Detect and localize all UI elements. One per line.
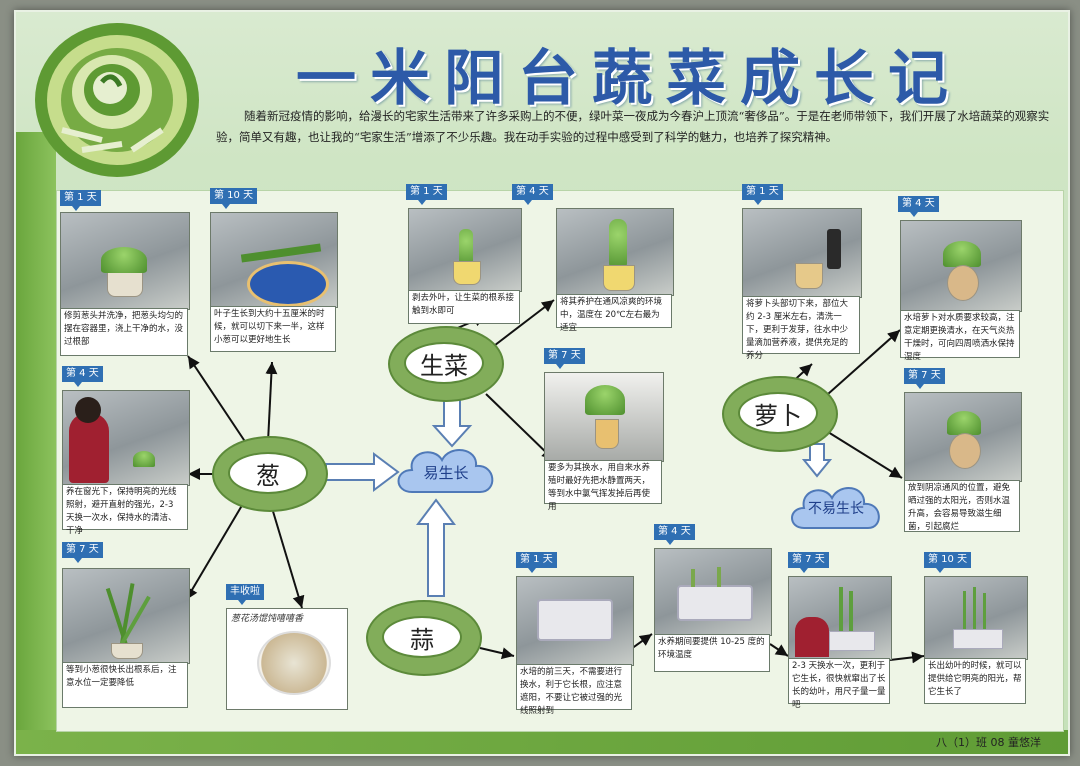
- cloud-easy-shape: [397, 448, 494, 493]
- tag-cong-day1: 第 1 天: [60, 190, 101, 211]
- caption-radish-day1: 将萝卜头部切下来，部位大约 2-3 厘米左右，清洗一下，更利于发芽，往水中少量滴…: [742, 296, 860, 361]
- photo-lettuce-day1: [408, 208, 522, 292]
- cloud-hard-label: 不易生长: [808, 501, 864, 517]
- caption-cong-day10: 叶子生长到大约十五厘米的时候，就可以切下来一半，这样小葱可以更好地生长: [210, 306, 336, 352]
- caption-cong-day1: 修剪葱头并洗净，把葱头均匀的摆在容器里，浇上干净的水，没过根部: [60, 308, 188, 356]
- photo-cong-day4: [62, 390, 190, 486]
- poster-title: 一米阳台蔬菜成长记: [296, 44, 962, 114]
- tag-garlic-day4: 第 4 天: [654, 524, 695, 545]
- photo-garlic-day7: [788, 576, 892, 660]
- tag-cong-day7: 第 7 天: [62, 542, 103, 563]
- caption-radish-day4: 水培萝卜对水质要求较高，注意定期更换清水，在天气炎热干燥时，可向四周喷洒水保持湿…: [900, 310, 1020, 362]
- node-cong-label: 葱: [228, 452, 308, 494]
- photo-garlic-day1: [516, 576, 634, 666]
- photo-radish-day1: [742, 208, 862, 298]
- caption-cong-day4: 养在窗光下，保持明亮的光线照射，避开直射的强光，2-3 天换一次水，保持水的清洁…: [62, 484, 188, 536]
- tag-lettuce-day1: 第 1 天: [406, 184, 447, 205]
- photo-cong-day7: [62, 568, 190, 664]
- arrow-radish-to-hard: [801, 443, 833, 478]
- tag-garlic-day1: 第 1 天: [516, 552, 557, 573]
- tag-cong-day10: 第 10 天: [210, 188, 258, 209]
- arrow-lettuce-to-easy: [431, 397, 473, 448]
- photo-radish-day7: [904, 392, 1022, 482]
- bottom-decor-bar: [16, 730, 1068, 754]
- caption-lettuce-day7: 要多为其换水，用自来水养殖时最好先把水静置两天，等到水中氯气挥发掉后再使用: [544, 460, 662, 512]
- intro-paragraph: 随着新冠疫情的影响，给漫长的宅家生活带来了许多采购上的不便，绿叶菜一夜成为今春沪…: [216, 109, 1050, 144]
- photo-garlic-day10: [924, 576, 1028, 660]
- tag-radish-day4: 第 4 天: [898, 196, 939, 217]
- caption-cong-day7: 等到小葱很快长出根系后，注意水位一定要降低: [62, 662, 188, 708]
- tag-radish-day7: 第 7 天: [904, 368, 945, 389]
- node-lettuce-label: 生菜: [404, 342, 484, 384]
- tag-lettuce-day7: 第 7 天: [544, 348, 585, 369]
- photo-radish-day4: [900, 220, 1022, 312]
- caption-lettuce-day4: 将其养护在通风凉爽的环境中，温度在 20℃左右最为适宜: [556, 294, 672, 333]
- caption-lettuce-day1: 剥去外叶，让生菜的根系接触到水即可: [408, 290, 520, 324]
- footer-class-name: 八（1）班 08 童悠洋: [936, 736, 1041, 749]
- arrow-garlic-to-easy: [416, 498, 456, 597]
- tag-lettuce-day4: 第 4 天: [512, 184, 553, 205]
- tag-cong-day4: 第 4 天: [62, 366, 103, 387]
- cloud-hard-shape: [791, 487, 880, 529]
- photo-cong-day10: [210, 212, 338, 308]
- photo-garlic-day4: [654, 548, 772, 636]
- caption-garlic-day10: 长出幼叶的时候，就可以提供给它明亮的阳光，帮它生长了: [924, 658, 1026, 704]
- photo-cong-day1: [60, 212, 190, 310]
- harvest-caption: 葱花汤馄饨嘻嘻香: [231, 614, 304, 624]
- node-garlic-label: 蒜: [382, 616, 462, 658]
- connector-lines: [185, 299, 925, 675]
- photo-lettuce-day4: [556, 208, 674, 296]
- caption-garlic-day4: 水养期间要提供 10-25 度的环境温度: [654, 634, 770, 672]
- poster: 一米阳台蔬菜成长记 随着新冠疫情的影响，给漫长的宅家生活带来了许多采购上的不便，…: [14, 10, 1070, 756]
- cloud-easy-label: 易生长: [423, 463, 469, 482]
- caption-garlic-day1: 水培的前三天，不需要进行换水，利于它长根，应注意遮阳，不要让它被过强的光线照射到: [516, 664, 632, 716]
- tag-garlic-day10: 第 10 天: [924, 552, 972, 573]
- left-decor-bar: [16, 132, 56, 732]
- caption-radish-day7: 放到阴凉通风的位置，避免晒过强的太阳光，否则水温升高，会容易导致滋生细菌，引起腐…: [904, 480, 1020, 532]
- node-radish-label: 萝卜: [738, 392, 818, 434]
- tag-radish-day1: 第 1 天: [742, 184, 783, 205]
- photo-cong-harvest: 葱花汤馄饨嘻嘻香: [226, 608, 348, 710]
- tag-garlic-day7: 第 7 天: [788, 552, 829, 573]
- caption-garlic-day7: 2-3 天换水一次，更利于它生长，很快就窜出了长长的幼叶，用尺子量一量吧: [788, 658, 890, 710]
- tag-cong-harvest: 丰收啦: [226, 584, 264, 605]
- spiral-logo-icon: [35, 23, 199, 177]
- photo-lettuce-day7: [544, 372, 664, 462]
- arrow-cong-to-easy: [325, 452, 400, 492]
